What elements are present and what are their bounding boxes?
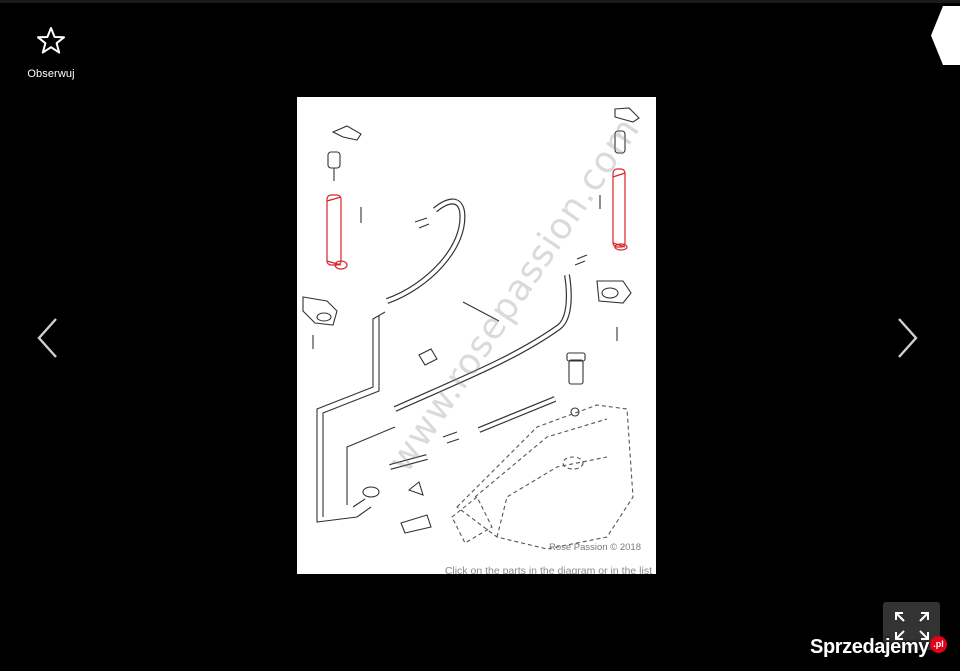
diagram-caption: Click on the parts in the diagram or in … (444, 565, 652, 574)
follow-label: Obserwuj (27, 68, 75, 80)
chevron-left-icon (37, 318, 57, 358)
side-panel-tab[interactable] (931, 6, 960, 65)
follow-button[interactable]: Obserwuj (20, 26, 82, 90)
chevron-right-icon (898, 318, 918, 358)
star-outline-icon (37, 27, 65, 54)
previous-image-button[interactable] (32, 316, 62, 360)
brand-logo: Sprzedajemy.pl (810, 636, 947, 664)
brand-tld: .pl (930, 636, 947, 653)
brand-name: Sprzedajemy (810, 636, 929, 658)
copyright-text: Rose Passion © 2018 (548, 542, 641, 553)
next-image-button[interactable] (893, 316, 923, 360)
listing-photo: www.rosepassion.com Rose Passion © 2018 … (297, 97, 656, 574)
parts-diagram (302, 107, 640, 550)
expand-icon (894, 612, 929, 640)
top-divider (0, 0, 960, 3)
